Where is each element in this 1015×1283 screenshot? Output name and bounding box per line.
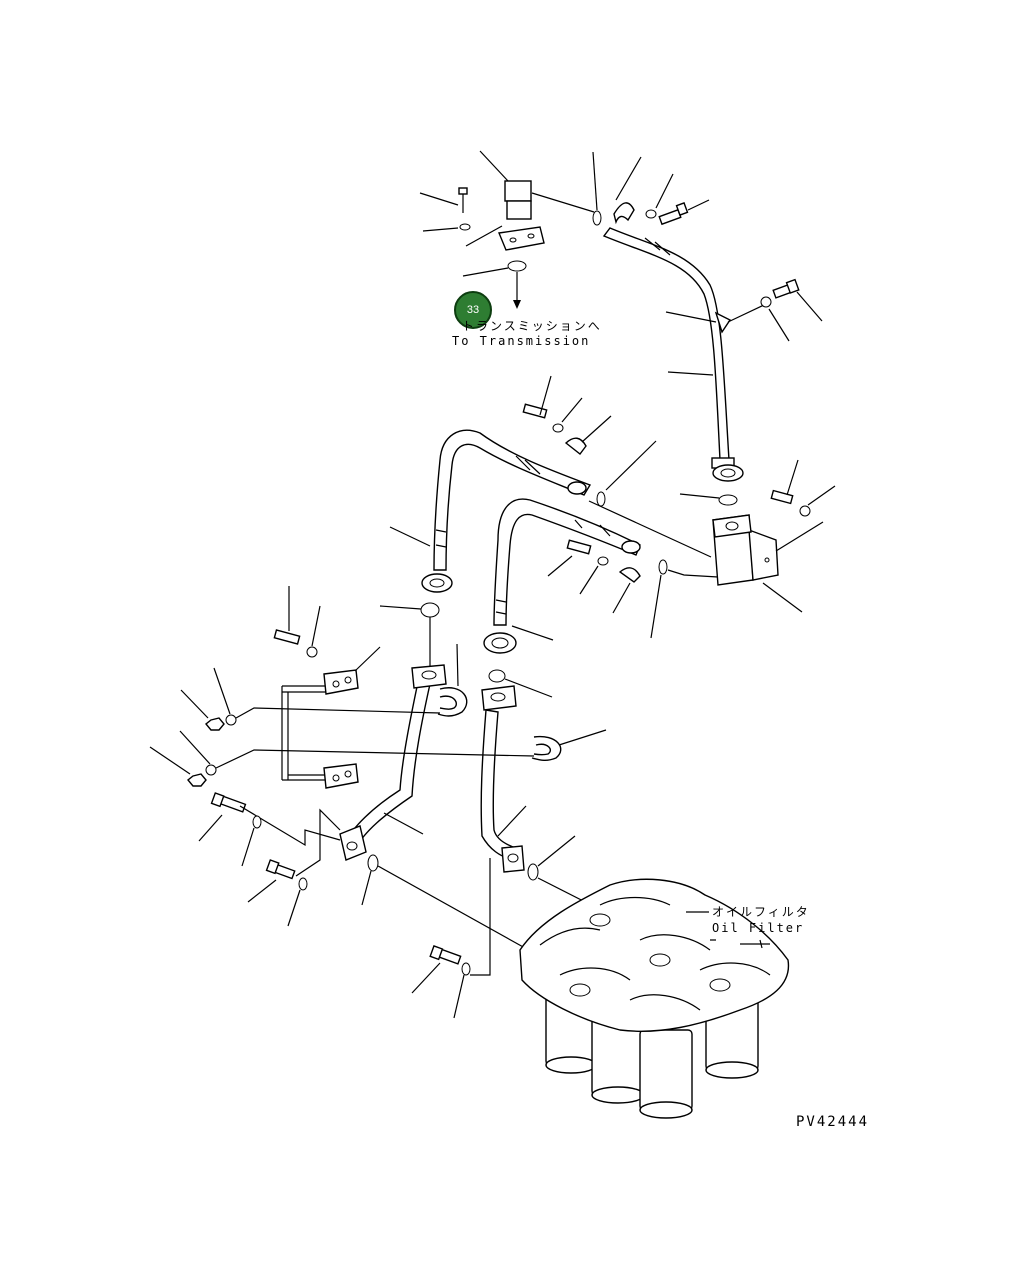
hose-lower-middle[interactable] [483, 498, 641, 654]
valve-block-right[interactable] [712, 514, 779, 586]
clamp-hose-b[interactable] [612, 567, 641, 614]
o-ring-right-block[interactable] [679, 493, 738, 506]
bolt-flange-left-b[interactable] [247, 808, 341, 903]
drawing-code: PV42444 [796, 1114, 870, 1130]
o-ring-top[interactable] [592, 151, 602, 226]
callout-oil-filter-en: Oil Filter [712, 921, 805, 935]
hose-upper-left[interactable] [421, 429, 592, 593]
hose-upper-right[interactable] [602, 227, 744, 482]
callout-transmission-en: To Transmission [452, 334, 591, 348]
callout-oil-filter-jp: オイルフィルタ [712, 905, 810, 919]
tube-left[interactable] [339, 664, 447, 861]
callout-transmission-jp: トランスミッションへ [462, 319, 602, 333]
hose-clip-right[interactable] [665, 303, 767, 334]
bolt-right-block[interactable] [770, 459, 799, 505]
bolt-top-left[interactable] [419, 187, 468, 213]
o-ring-tube-left[interactable] [379, 602, 440, 666]
transmission-elbow-fitting[interactable] [498, 180, 545, 251]
bolt-hose-clamp-b[interactable] [547, 539, 592, 577]
washer-hose-clamp-a[interactable] [552, 397, 583, 433]
o-ring-transmission[interactable] [462, 260, 527, 277]
washer-nut-upper[interactable] [213, 667, 441, 726]
u-bolt-upper[interactable] [437, 643, 468, 717]
oil-filter-assembly[interactable] [519, 878, 790, 1119]
o-ring-tube-right[interactable] [488, 669, 553, 698]
washer-flange-left-a[interactable] [241, 815, 262, 867]
washer-top-right[interactable] [645, 173, 674, 219]
washer-hose-clamp-b[interactable] [579, 556, 609, 595]
bolt-right-clip[interactable] [772, 278, 823, 322]
washer-nut-lower[interactable] [179, 730, 535, 776]
washer-flange-left-b[interactable] [287, 877, 308, 927]
bolt-bracket[interactable] [273, 586, 301, 645]
bolt-top-right[interactable] [658, 199, 710, 226]
bolt-flange-left-a[interactable] [198, 792, 341, 847]
nut-upper[interactable] [180, 689, 225, 731]
o-ring-middle[interactable] [596, 440, 657, 507]
u-bolt-lower[interactable] [531, 729, 607, 761]
washer-bracket[interactable] [306, 605, 321, 658]
washer-flange-bottom[interactable] [453, 962, 471, 1019]
washer-top-left[interactable] [422, 223, 471, 232]
clamp-hose-a[interactable] [564, 415, 612, 455]
washer-right-clip[interactable] [760, 296, 790, 342]
o-ring-flange-left[interactable] [361, 854, 526, 949]
bolt-flange-bottom[interactable] [411, 858, 491, 994]
washer-right-block[interactable] [799, 485, 836, 517]
nut-lower[interactable] [149, 746, 207, 787]
o-ring-lower-middle[interactable] [650, 559, 719, 639]
clamp-top[interactable] [613, 156, 642, 225]
bracket-left[interactable] [281, 646, 381, 789]
tube-right[interactable] [480, 685, 525, 873]
callout-number-badge[interactable]: 33 [454, 291, 492, 329]
bolt-hose-clamp-a[interactable] [522, 375, 552, 419]
